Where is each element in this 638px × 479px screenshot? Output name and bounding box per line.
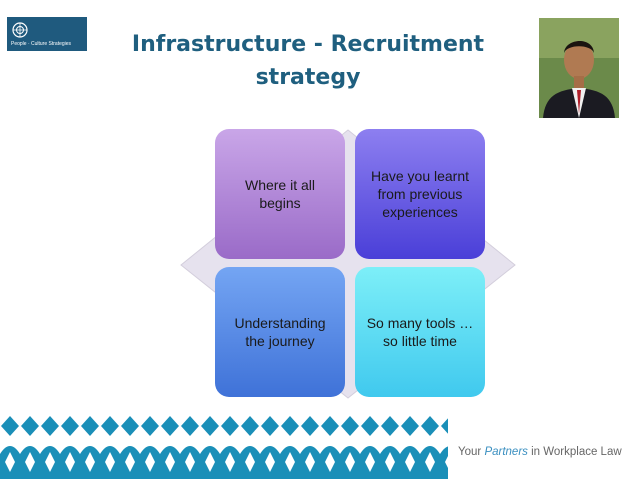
pattern-inner-diamond <box>285 452 295 472</box>
pattern-diamond <box>241 416 259 436</box>
pattern-diamond <box>341 416 359 436</box>
pattern-diamond <box>201 416 219 436</box>
pattern-inner-diamond <box>85 452 95 472</box>
pattern-inner-diamond <box>105 452 115 472</box>
logo-mark-icon <box>12 22 28 38</box>
pattern-inner-diamond <box>265 452 275 472</box>
pattern-inner-diamond <box>185 452 195 472</box>
pattern-arch <box>440 446 448 479</box>
pattern-diamond <box>41 416 59 436</box>
pattern-inner-diamond <box>45 452 55 472</box>
pattern-diamond <box>101 416 119 436</box>
pattern-inner-diamond <box>345 452 355 472</box>
decorative-pattern-band <box>0 412 448 479</box>
pattern-inner-diamond <box>5 452 15 472</box>
pattern-inner-diamond <box>365 452 375 472</box>
pattern-diamond <box>261 416 279 436</box>
pattern-inner-diamond <box>205 452 215 472</box>
page-title: Infrastructure - Recruitment strategy <box>128 28 488 94</box>
pattern-inner-diamond <box>245 452 255 472</box>
quadrant-1-label: Where it all begins <box>244 177 316 211</box>
pattern-diamond <box>121 416 139 436</box>
quadrant-so-many-tools: So many tools … so little time <box>355 267 485 397</box>
pattern-diamond <box>141 416 159 436</box>
tagline-post: in Workplace Law <box>527 446 622 458</box>
pattern-diamond <box>181 416 199 436</box>
logo-text: People · Culture Strategies <box>11 41 72 47</box>
pattern-inner-diamond <box>225 452 235 472</box>
quadrant-learnt-from-experiences: Have you learnt from previous experience… <box>355 129 485 259</box>
pattern-inner-diamond <box>65 452 75 472</box>
pattern-inner-diamond <box>25 452 35 472</box>
pattern-diamond <box>441 418 448 434</box>
tagline-emphasis: Partners <box>484 446 528 458</box>
pattern-inner-diamond <box>325 452 335 472</box>
quadrant-4-label: So many tools … so little time <box>366 315 474 349</box>
pattern-diamond <box>281 416 299 436</box>
pattern-diamond <box>221 416 239 436</box>
pattern-inner-diamond <box>305 452 315 472</box>
footer-tagline: Your Partners in Workplace Law <box>458 446 622 458</box>
title-line-2: strategy <box>255 65 361 90</box>
pattern-inner-diamond <box>405 452 415 472</box>
pattern-diamond <box>401 416 419 436</box>
quadrant-where-it-all-begins: Where it all begins <box>215 129 345 259</box>
pattern-inner-diamond <box>125 452 135 472</box>
pattern-diamond <box>81 416 99 436</box>
pattern-diamond <box>161 416 179 436</box>
pattern-diamond <box>1 416 19 436</box>
pattern-diamond <box>321 416 339 436</box>
pattern-inner-diamond <box>425 452 435 472</box>
pattern-diamond <box>61 416 79 436</box>
quadrant-understanding-the-journey: Understanding the journey <box>215 267 345 397</box>
pattern-inner-diamond <box>385 452 395 472</box>
pattern-inner-diamond <box>145 452 155 472</box>
pattern-diamond <box>301 416 319 436</box>
pattern-diamond <box>381 416 399 436</box>
pattern-diamond <box>421 416 439 436</box>
quadrant-3-label: Understanding the journey <box>234 315 326 349</box>
company-logo: People · Culture Strategies <box>7 17 87 51</box>
pattern-diamond <box>361 416 379 436</box>
pattern-inner-diamond <box>165 452 175 472</box>
pattern-inner-diamond <box>445 456 448 468</box>
quadrant-2-label: Have you learnt from previous experience… <box>370 168 470 220</box>
presenter-photo <box>539 18 619 118</box>
tagline-pre: Your <box>458 446 485 458</box>
pattern-diamond <box>21 416 39 436</box>
title-line-1: Infrastructure - Recruitment <box>131 32 485 57</box>
